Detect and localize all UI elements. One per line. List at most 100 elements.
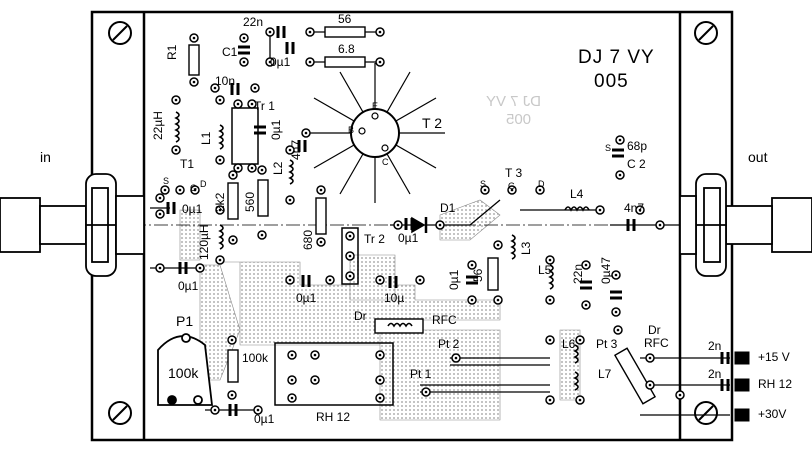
cap-68p — [612, 148, 624, 158]
supply-cap1-label: 2n — [708, 339, 722, 353]
solder-pad-hole — [242, 60, 246, 64]
solder-pad-hole — [158, 266, 162, 270]
solder-pad-hole — [378, 396, 382, 400]
label-0u1-lower-left: 0µ1 — [178, 279, 199, 293]
solder-pad-hole — [496, 243, 500, 247]
solder-pad-hole — [253, 86, 257, 90]
stippled-traces — [179, 199, 581, 421]
label-4n7: 4n7 — [289, 139, 303, 160]
tr2-outline — [341, 227, 359, 285]
solder-pad-hole — [218, 208, 222, 212]
label-c2: C 2 — [627, 157, 646, 171]
solder-pad-hole — [163, 188, 167, 192]
solder-pad-hole — [308, 30, 312, 34]
solder-pad-hole — [231, 173, 235, 177]
solder-pad-hole — [198, 266, 202, 270]
solder-pad-hole — [418, 278, 422, 282]
solder-pad-hole — [454, 356, 458, 360]
solder-pad-hole — [288, 278, 292, 282]
label-r1: R1 — [165, 44, 179, 60]
solder-pad-hole — [470, 298, 474, 302]
copper-traces — [150, 31, 730, 416]
rh12-relay-outline — [274, 342, 394, 406]
solder-pad-hole — [648, 383, 652, 387]
bnc-connector-output — [679, 173, 812, 277]
solder-pad-hole — [328, 278, 332, 282]
solder-pad-hole — [218, 158, 222, 162]
resistor-6-8 — [324, 56, 366, 68]
label-dr2: Dr — [648, 323, 661, 337]
cap-22n — [276, 26, 286, 38]
cap-10n — [230, 83, 240, 95]
cap-4n7-out — [626, 219, 636, 231]
resistor-56 — [324, 26, 366, 38]
solder-pad-hole — [250, 102, 254, 106]
label-t2-b: B — [348, 125, 355, 135]
solder-pad-hole — [378, 30, 382, 34]
label-pt3: Pt 3 — [596, 337, 618, 351]
label-rfc2: RFC — [644, 336, 669, 350]
resistor-560 — [257, 179, 269, 217]
solder-pad-hole — [304, 131, 308, 135]
solder-pad-hole — [230, 338, 234, 342]
board-id-line2: 005 — [594, 71, 629, 92]
solder-pad-hole — [578, 338, 582, 342]
label-pt2: Pt 2 — [438, 337, 460, 351]
solder-pad-hole — [548, 298, 552, 302]
label-t1-g: G — [190, 183, 198, 193]
solder-pad-hole — [290, 396, 294, 400]
potentiometer-p1 — [157, 333, 214, 406]
supply-plus30-label: +30V — [758, 407, 787, 421]
solder-pad-hole — [348, 254, 352, 258]
mounting-screws — [108, 21, 718, 425]
label-100k: 100k — [242, 351, 269, 365]
label-t2-c: C — [382, 157, 389, 167]
solder-pad-hole — [268, 30, 272, 34]
coil-l4 — [564, 206, 590, 212]
solder-pad-hole — [584, 303, 588, 307]
label-l2: L2 — [271, 161, 285, 175]
label-0u1-mid: 0µ1 — [296, 291, 317, 305]
cap-22n-l5 — [580, 280, 592, 290]
solder-pad-hole — [510, 188, 514, 192]
coil-l1 — [218, 124, 224, 150]
solder-pad-hole — [213, 86, 217, 90]
capacitors — [166, 26, 730, 416]
coil-rfc — [387, 322, 413, 328]
diode-d1 — [411, 216, 428, 234]
label-560: 560 — [243, 191, 257, 212]
solder-pads — [155, 27, 685, 415]
label-t2: T 2 — [422, 115, 442, 131]
label-t1-s: S — [163, 176, 170, 186]
solder-pad-hole — [378, 278, 382, 282]
label-p1: P1 — [176, 313, 194, 329]
coil-120uh — [218, 224, 224, 250]
label-t3-g: G — [508, 181, 516, 191]
bnc-connector-input — [0, 173, 145, 277]
solder-pad-hole — [158, 212, 162, 216]
label-rfc1: RFC — [432, 313, 457, 327]
t2-heatsink — [305, 63, 445, 203]
label-0u1-bottom: 0µ1 — [254, 412, 275, 426]
solder-pad-hole — [483, 188, 487, 192]
solder-pad-hole — [231, 238, 235, 242]
resistor-r1 — [188, 44, 200, 76]
solder-pad-hole — [658, 223, 662, 227]
label-56b: 56 — [471, 268, 485, 282]
label-l3: L3 — [519, 241, 533, 255]
label-6-8: 6.8 — [338, 42, 355, 56]
label-l6: L6 — [562, 337, 576, 351]
label-68p: 68p — [627, 139, 648, 153]
label-l1: L1 — [199, 131, 213, 145]
cap-01-t3 — [466, 275, 478, 285]
label-0u1-tr1: 0µ1 — [269, 119, 283, 140]
label-d1: D1 — [440, 201, 456, 215]
board-id-mirror-line2: 005 — [506, 111, 532, 128]
solder-pad-hole — [256, 408, 260, 412]
solder-pad-hole — [424, 390, 428, 394]
label-t3-d: D — [538, 179, 545, 189]
solder-pad-hole — [378, 378, 382, 382]
solder-pad-hole — [438, 223, 442, 227]
resistor-2k2 — [227, 182, 239, 220]
screw-top-right — [694, 21, 718, 45]
